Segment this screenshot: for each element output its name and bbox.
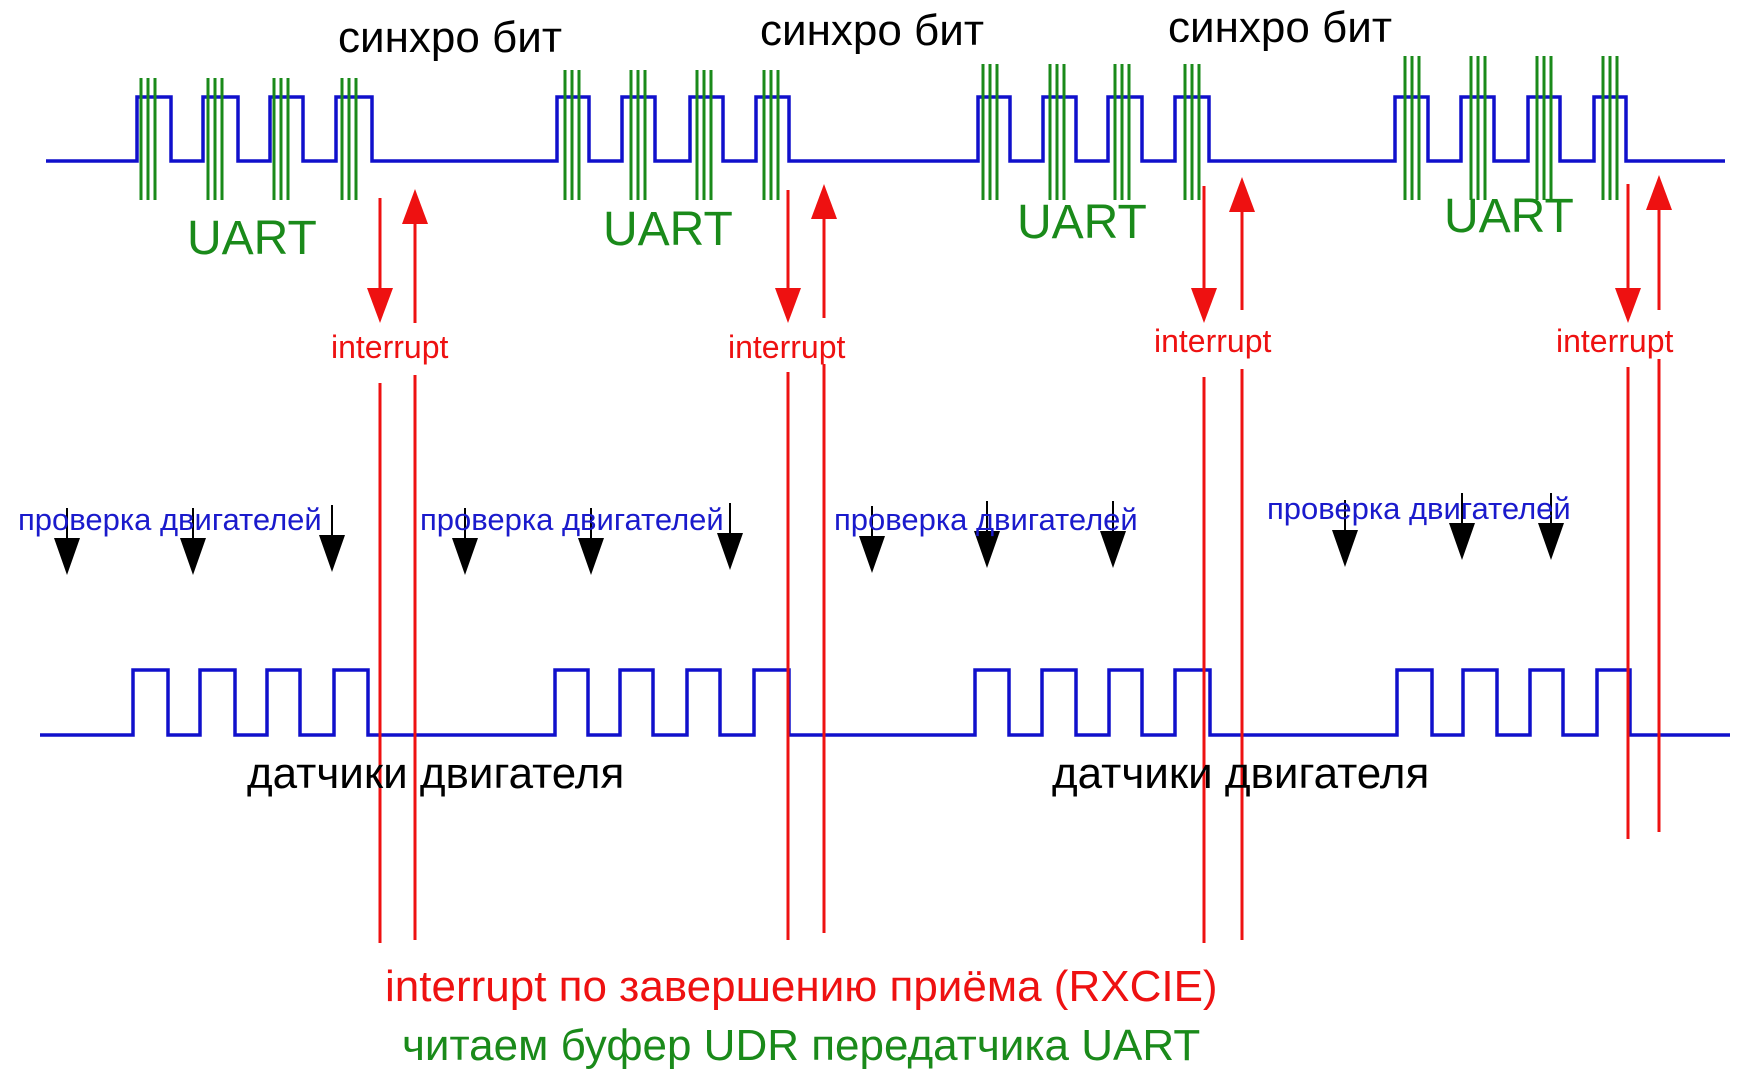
footer-rxcie-label: interrupt по завершению приёма (RXCIE) [385, 962, 1218, 1011]
interrupt-label: interrupt [1154, 323, 1272, 359]
motor-check-arrow-head [319, 535, 345, 572]
sync-bit-label: синхро бит [760, 6, 984, 55]
sync-bit-label: синхро бит [338, 13, 562, 62]
motor-check-arrow-head [1332, 530, 1358, 567]
sync-bit-label: синхро бит [1168, 3, 1392, 52]
uart-label: UART [187, 212, 317, 265]
motor-sensor-waveform [40, 668, 1730, 737]
interrupt-lines [367, 175, 1672, 943]
motor-check-arrow-head [1449, 523, 1475, 560]
uart-label: UART [1444, 190, 1574, 243]
footer-udr-label: читаем буфер UDR передатчика UART [402, 1021, 1200, 1070]
uart-signal-waveform [46, 95, 1725, 163]
motor-check-arrow-head [54, 538, 80, 575]
uart-bit-ticks [139, 56, 1619, 200]
motor-sensor-label: датчики двигателя [1052, 749, 1429, 798]
motor-sensor-label: датчики двигателя [247, 749, 624, 798]
interrupt-up-arrow-head [811, 184, 837, 219]
interrupt-label: interrupt [1556, 323, 1674, 359]
interrupt-label: interrupt [331, 329, 449, 365]
interrupt-up-arrow-head [402, 189, 428, 224]
motor-check-arrow-head [578, 538, 604, 575]
motor-check-arrow-head [717, 533, 743, 570]
interrupt-up-arrow-head [1646, 175, 1672, 210]
motor-check-label: проверка двигателей [1267, 491, 1571, 526]
motor-check-label: проверка двигателей [18, 502, 322, 537]
motor-check-label: проверка двигателей [420, 502, 724, 537]
motor-check-arrow-head [859, 536, 885, 573]
motor-check-arrow-head [1100, 531, 1126, 568]
motor-check-label: проверка двигателей [834, 502, 1138, 537]
interrupt-down-arrow-head [1191, 288, 1217, 323]
uart-label: UART [603, 203, 733, 256]
interrupt-label: interrupt [728, 329, 846, 365]
motor-check-arrow-head [974, 531, 1000, 568]
interrupt-down-arrow-head [775, 288, 801, 323]
motor-check-arrows [54, 493, 1564, 575]
motor-check-arrow-head [180, 538, 206, 575]
interrupt-down-arrow-head [367, 288, 393, 323]
interrupt-up-arrow-head [1229, 177, 1255, 212]
motor-check-arrow-head [452, 538, 478, 575]
motor-check-arrow-head [1538, 523, 1564, 560]
uart-label: UART [1017, 196, 1147, 249]
interrupt-down-arrow-head [1615, 288, 1641, 323]
